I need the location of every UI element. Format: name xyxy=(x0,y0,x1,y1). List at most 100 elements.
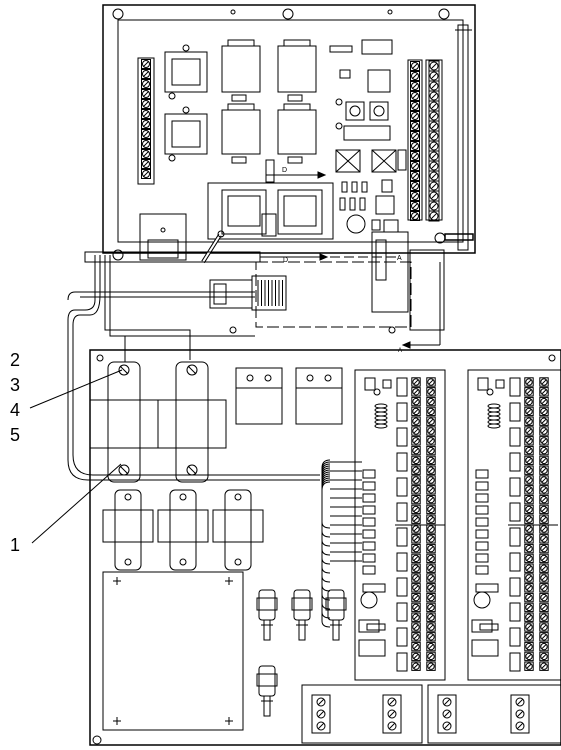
terminal-cell xyxy=(524,543,534,554)
screw-slot xyxy=(526,614,532,620)
blank-cover-plate xyxy=(102,571,244,731)
screw-slot xyxy=(430,192,438,200)
terminal-screw xyxy=(429,71,439,81)
terminal-cell xyxy=(524,426,534,436)
terminal-cell xyxy=(524,553,534,564)
screw-slot xyxy=(526,438,532,444)
screw-slot xyxy=(526,379,532,385)
screw-slot xyxy=(526,536,532,542)
terminal-cell xyxy=(539,651,549,662)
terminal-screw xyxy=(429,91,439,101)
screw-slot xyxy=(413,497,419,503)
screw-slot xyxy=(412,63,418,69)
relay-block xyxy=(221,39,317,164)
terminal-screw xyxy=(411,182,419,190)
terminal-cell xyxy=(410,151,420,161)
screw-slot xyxy=(541,604,547,610)
terminal-cell xyxy=(524,563,534,573)
fuse-body xyxy=(293,589,311,621)
screw-slot xyxy=(541,546,547,552)
terminal-cell xyxy=(539,485,549,495)
transformer-2 xyxy=(157,361,227,483)
terminal-screw xyxy=(412,544,420,553)
terminal-cell xyxy=(410,81,420,91)
terminal-cell xyxy=(524,612,534,622)
screw-slot xyxy=(541,477,547,483)
terminal-screw xyxy=(427,544,435,553)
terminal-screw xyxy=(411,62,419,70)
pcb-connector xyxy=(362,493,376,503)
screw-slot xyxy=(541,487,547,493)
pcb-coil xyxy=(374,423,388,429)
terminal-cell xyxy=(539,426,549,436)
terminal-screw xyxy=(525,564,533,572)
terminal-cell xyxy=(524,396,534,407)
terminal-cell xyxy=(426,455,436,466)
screw-slot xyxy=(412,103,418,109)
screw-slot xyxy=(430,82,438,90)
terminal-cell xyxy=(411,553,421,564)
screw-slot xyxy=(413,653,419,659)
screw-slot xyxy=(526,457,532,463)
terminal-screw xyxy=(412,642,420,651)
terminal-cell xyxy=(411,583,421,593)
terminal-cell xyxy=(410,61,420,71)
screw-slot xyxy=(541,428,547,434)
screw-slot xyxy=(388,698,396,706)
screw-slot xyxy=(526,487,532,493)
screw-slot xyxy=(541,389,547,395)
terminal-cell xyxy=(411,387,421,397)
screw-slot xyxy=(541,634,547,640)
screw-slot xyxy=(413,457,419,463)
screw-slot xyxy=(412,73,418,79)
pcb-coil xyxy=(374,411,388,417)
terminal-cell xyxy=(539,563,549,573)
terminal-screw xyxy=(412,456,420,465)
screw-slot xyxy=(526,467,532,473)
screw-slot xyxy=(413,536,419,542)
terminal-screw xyxy=(316,709,326,719)
pcb-potentiometer xyxy=(360,591,378,609)
terminal-cell xyxy=(524,592,534,603)
screw-slot xyxy=(428,585,434,591)
terminal-screw xyxy=(411,112,419,120)
screw-slot xyxy=(388,710,396,718)
terminal-screw xyxy=(316,697,326,707)
terminal-screw xyxy=(540,515,548,523)
terminal-cell xyxy=(428,210,440,222)
terminal-screw xyxy=(442,697,452,707)
pcb-coil xyxy=(487,407,501,413)
terminal-cell xyxy=(411,426,421,436)
terminal-screw xyxy=(429,171,439,181)
terminal-cell xyxy=(411,475,421,485)
pcb-relay xyxy=(396,577,408,597)
relay-sub-module xyxy=(207,182,334,240)
pcb-relay xyxy=(509,577,521,597)
terminal-cell xyxy=(411,416,421,426)
screw-slot xyxy=(541,575,547,581)
pcb-connector xyxy=(362,517,376,527)
pcb-connector xyxy=(362,469,376,479)
screw-slot xyxy=(428,604,434,610)
screw-slot xyxy=(413,389,419,395)
terminal-cell xyxy=(426,534,436,544)
terminal-screw xyxy=(411,152,419,160)
terminal-cell xyxy=(539,602,549,613)
screw-slot xyxy=(428,634,434,640)
terminal-cell xyxy=(411,661,421,671)
pcb-part xyxy=(364,377,376,391)
terminal-cell xyxy=(539,641,549,652)
terminal-screw xyxy=(142,80,150,88)
screw-slot xyxy=(428,428,434,434)
screw-slot xyxy=(541,457,547,463)
terminal-cell xyxy=(410,131,420,141)
terminal-screw xyxy=(525,437,533,445)
pcb-connector xyxy=(475,565,489,575)
terminal-screw xyxy=(427,603,435,612)
terminal-screw xyxy=(412,652,420,661)
terminal-screw xyxy=(412,505,420,514)
screw-slot xyxy=(412,163,418,169)
pcb-relay xyxy=(509,652,521,672)
callout-5: 5 xyxy=(10,425,21,445)
screw-slot xyxy=(541,497,547,503)
